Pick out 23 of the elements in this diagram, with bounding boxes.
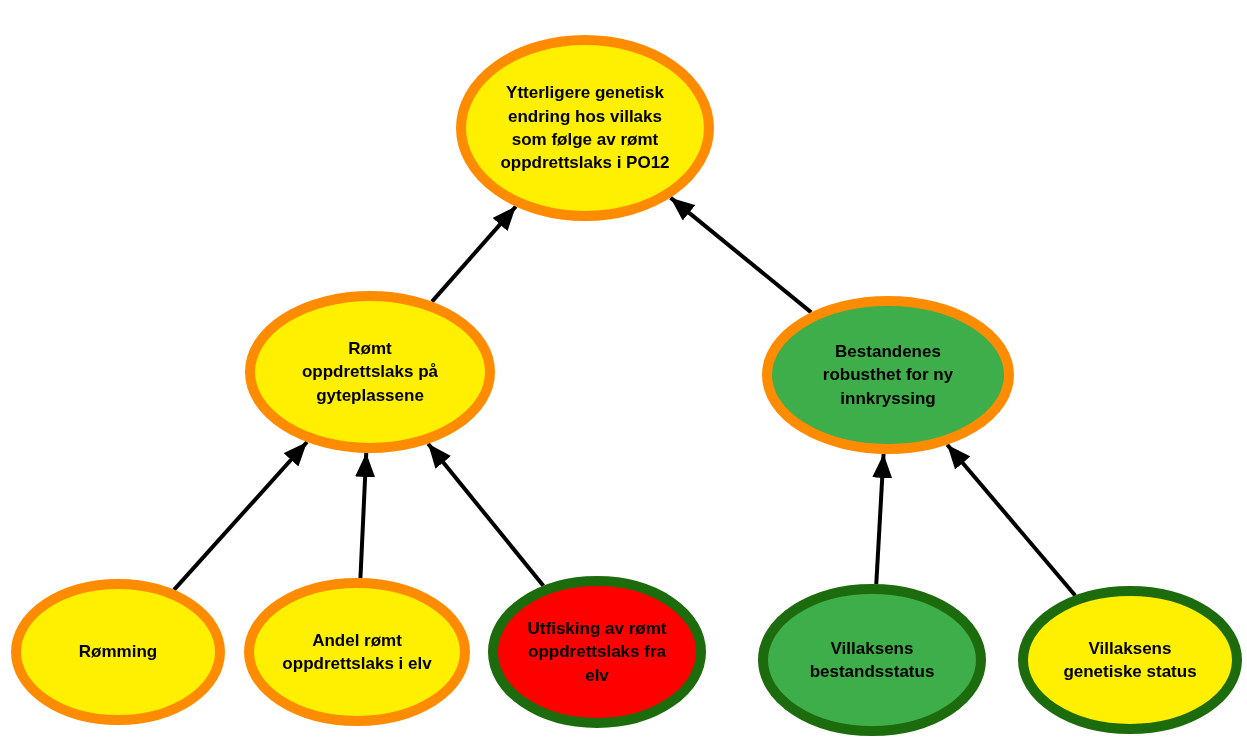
arrow bbox=[945, 443, 1077, 597]
ellipse-node bbox=[758, 584, 986, 736]
node-label: Villaksens genetiske status bbox=[1062, 637, 1198, 683]
node-label: Bestandenes robusthet for ny innkryssing bbox=[821, 340, 955, 410]
node-label: Ytterligere genetisk endring hos villaks som følge av rømt oppdrettslaks i PO12 bbox=[499, 82, 671, 175]
ellipse-node bbox=[488, 576, 706, 728]
ellipse-node bbox=[1018, 586, 1242, 734]
ellipse-node bbox=[11, 579, 225, 725]
arrow bbox=[872, 453, 893, 585]
arrow bbox=[426, 442, 545, 588]
node-label: Rømt oppdrettslaks på gyteplassene bbox=[300, 337, 439, 407]
node-label: Utfisking av rømt oppdrettslaks fra elv bbox=[526, 617, 668, 687]
arrow bbox=[669, 196, 813, 314]
arrow bbox=[172, 440, 309, 592]
node-label: Rømming bbox=[78, 641, 158, 664]
ellipse-node bbox=[244, 578, 470, 726]
ellipse-node bbox=[456, 35, 714, 221]
arrow bbox=[355, 452, 376, 579]
ellipse-node bbox=[245, 291, 495, 453]
arrow bbox=[430, 205, 518, 303]
node-label: Villaksens bestandsstatus bbox=[808, 637, 936, 683]
ellipse-node bbox=[762, 296, 1014, 454]
node-label: Andel rømt oppdrettslaks i elv bbox=[282, 629, 432, 675]
